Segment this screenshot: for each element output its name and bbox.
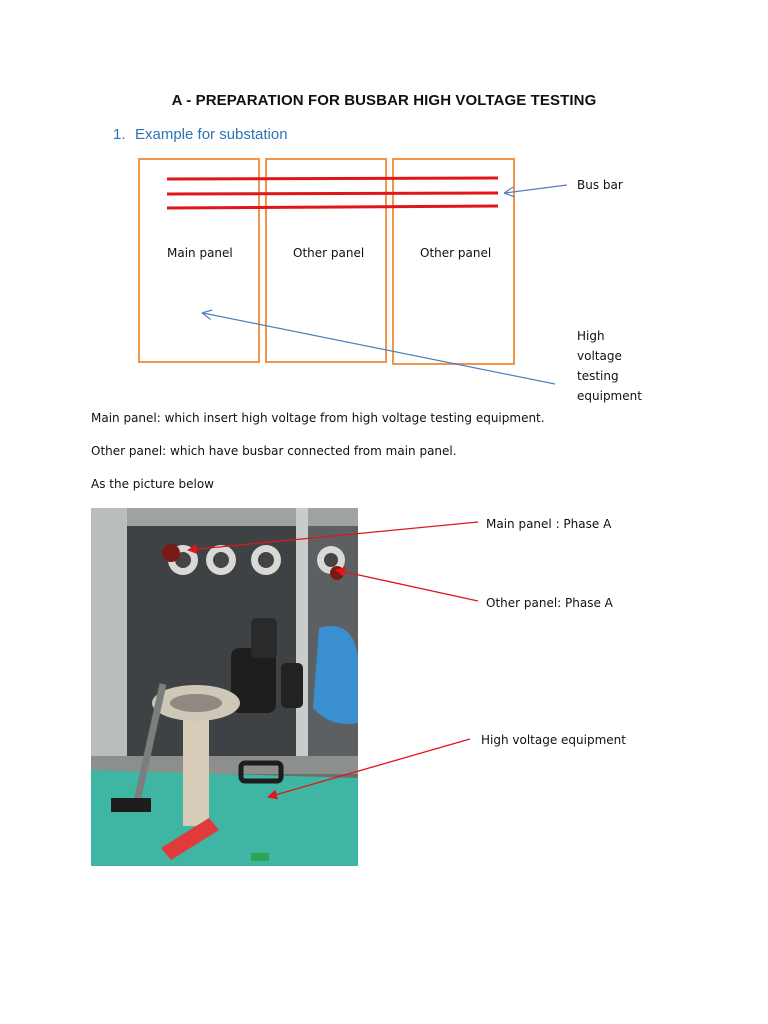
other-panel-label-1: Other panel: [293, 246, 365, 260]
busbar-line-3: [166, 204, 499, 210]
other-panel-label-2: Other panel: [420, 246, 492, 260]
busbar-arrow: [505, 184, 568, 193]
hv-equipment-arrow: [203, 313, 556, 385]
busbar-label: Bus bar: [577, 178, 623, 192]
page-title: A - PREPARATION FOR BUSBAR HIGH VOLTAGE …: [171, 92, 597, 109]
section-text: Example for substation: [135, 126, 288, 143]
busbar-line-2: [166, 191, 499, 196]
busbar-line-1: [166, 176, 499, 181]
hv-label-line: voltage: [577, 349, 622, 363]
annotation-main-panel: Main panel : Phase A: [486, 517, 612, 531]
hv-label-line: High: [577, 329, 605, 343]
photo-illustration: [91, 508, 358, 866]
section-number: 1.: [113, 126, 126, 143]
substation-photo: [91, 508, 358, 866]
main-panel-box: [138, 158, 260, 363]
section-heading: 1. Example for substation: [113, 126, 288, 143]
diagram-lines: [166, 176, 568, 385]
annotation-hv-equipment: High voltage equipment: [481, 733, 626, 747]
paragraph-main-panel: Main panel: which insert high voltage fr…: [91, 411, 545, 425]
hv-label-line: equipment: [577, 389, 642, 403]
other-panel-box-1: [265, 158, 387, 363]
paragraph-picture-intro: As the picture below: [91, 477, 214, 491]
annotation-other-panel: Other panel: Phase A: [486, 596, 613, 610]
paragraph-other-panel: Other panel: which have busbar connected…: [91, 444, 457, 458]
hv-testing-equipment-label: High voltage testing equipment: [577, 326, 657, 406]
hv-label-line: testing: [577, 369, 619, 383]
main-panel-label: Main panel: [167, 246, 233, 260]
